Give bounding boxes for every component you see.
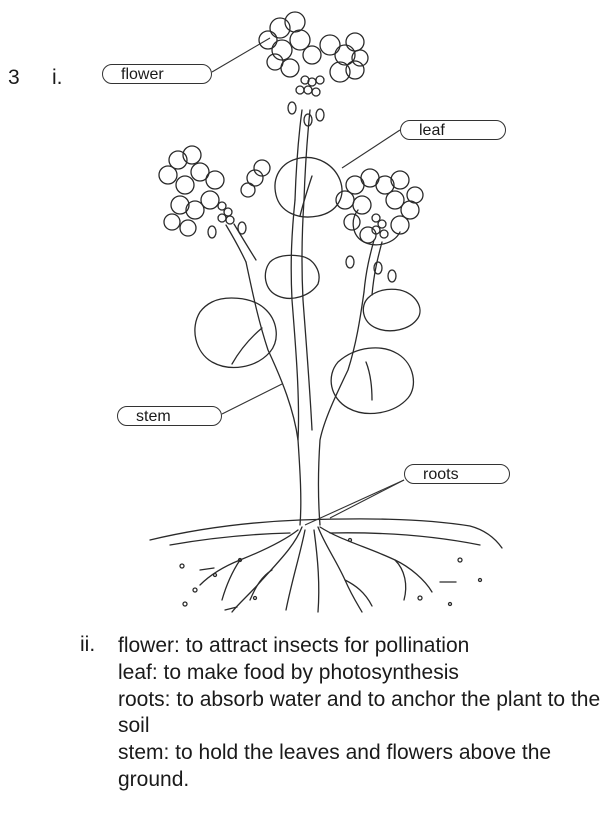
right-flower-cluster (336, 169, 423, 282)
answer-leaf: leaf: to make food by photosynthesis (118, 660, 610, 687)
answer-stem: stem: to hold the leaves and flowers abo… (118, 740, 610, 794)
stem-label: stem (117, 406, 222, 426)
answer-flower: flower: to attract insects for pollinati… (118, 633, 610, 660)
roots-leader-line-1 (330, 480, 404, 518)
leaves-drawing (195, 157, 420, 413)
roots-label: roots (404, 464, 510, 484)
flower-label: flower (102, 64, 212, 84)
answer-list: flower: to attract insects for pollinati… (118, 633, 610, 794)
flower-leader-line (212, 38, 270, 72)
answer-roots: roots: to absorb water and to anchor the… (118, 687, 610, 741)
roots-drawing (200, 527, 432, 612)
plant-diagram (0, 0, 615, 620)
top-flower-cluster (259, 12, 368, 126)
stem-leader-line (222, 384, 282, 414)
roots-leader-line-2 (305, 480, 404, 525)
part-ii-marker: ii. (80, 633, 95, 657)
leaf-leader-line (342, 130, 400, 168)
left-flower-cluster (159, 146, 270, 238)
leaf-label: leaf (400, 120, 506, 140)
